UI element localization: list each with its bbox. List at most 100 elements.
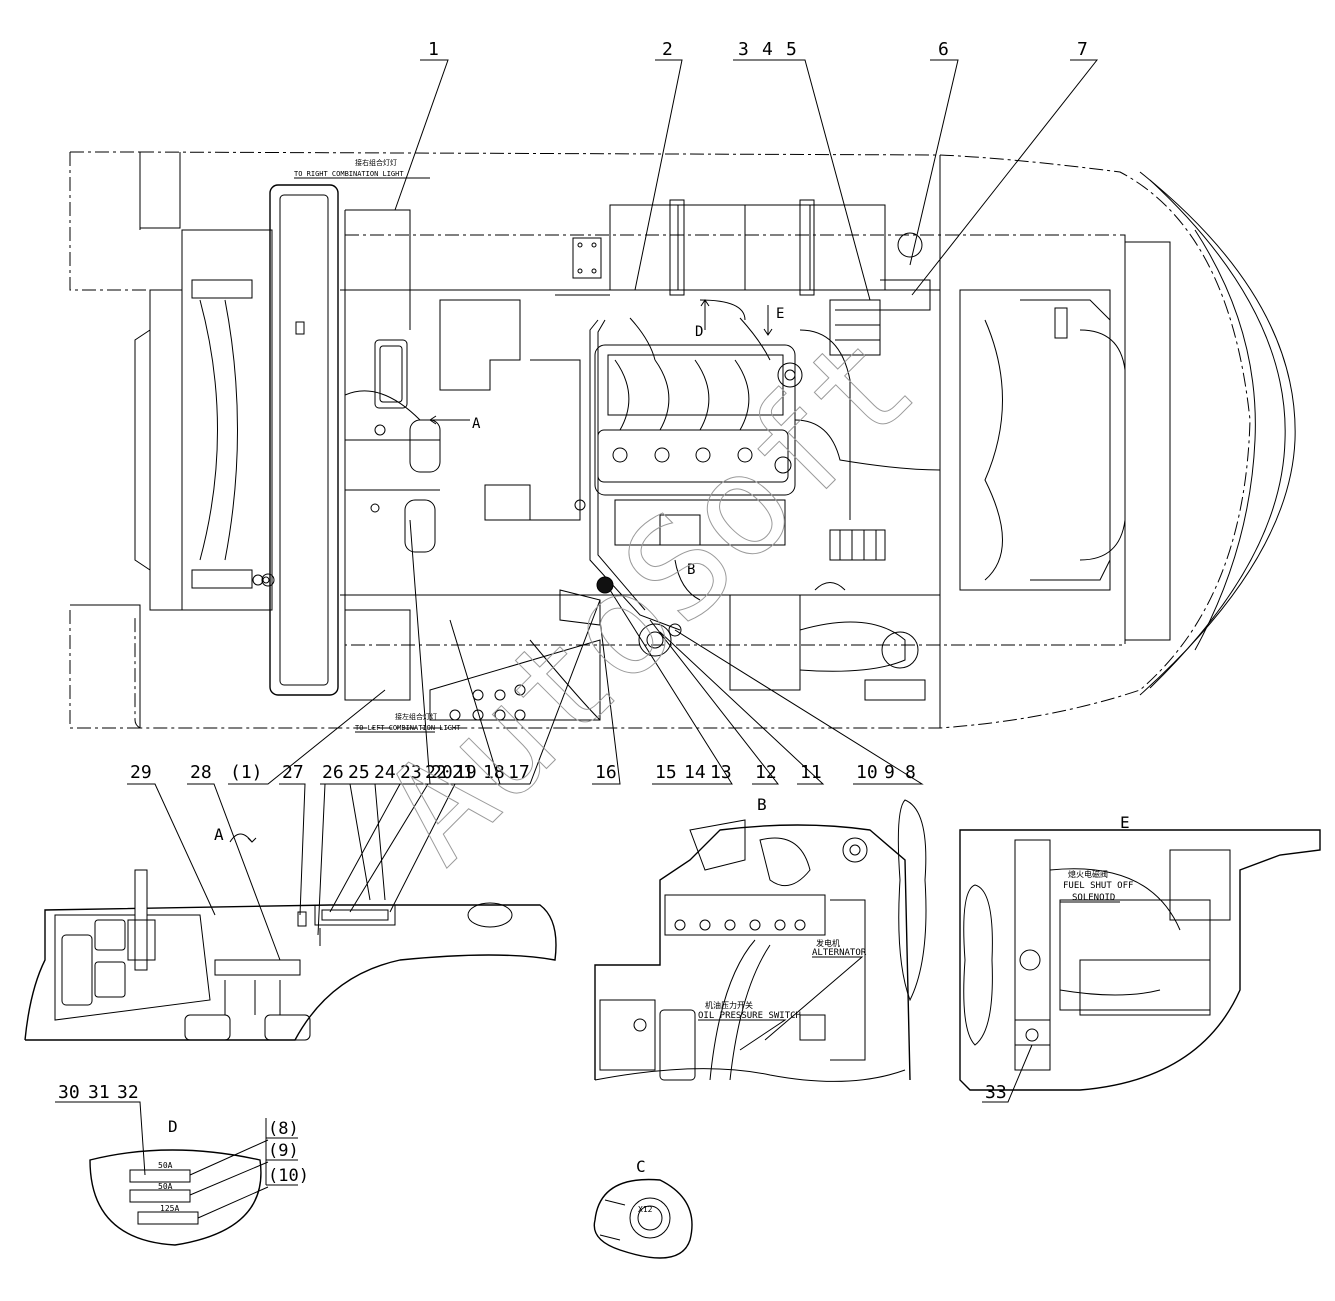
counterweight-arc	[1139, 171, 1296, 696]
callout-d-8: (8)	[268, 1119, 299, 1139]
callout-paren-1: (1)	[230, 762, 263, 783]
view-c-outline	[593, 1178, 693, 1259]
view-e: E 熄火电磁阀 FUEL SHUT OFF SOLENOID 33	[959, 813, 1321, 1103]
callout-28: 28	[190, 762, 212, 783]
watermark-text: AutoSoft	[354, 302, 946, 894]
fuse-holder	[880, 279, 931, 311]
view-a-dash	[54, 914, 211, 1021]
frame-left	[344, 210, 410, 701]
callout-18: 18	[483, 762, 505, 783]
mirror	[467, 902, 513, 928]
callout-31: 31	[88, 1082, 110, 1103]
fuse-label-1: 50A	[158, 1161, 173, 1170]
tire-rear-left	[139, 152, 181, 229]
view-e-outline	[959, 829, 1321, 1091]
callout-20: 20	[431, 762, 453, 783]
e-block	[1059, 899, 1211, 1011]
view-b: B 发电机 ALTERNATOR 机油压力开关 OIL PRESSURE SWI…	[594, 795, 927, 1082]
view-d-label: D	[168, 1117, 178, 1136]
wire-bundle-left	[344, 390, 440, 491]
arrow-e	[763, 305, 773, 336]
b-head	[664, 894, 826, 936]
c-x12: X12	[638, 1205, 653, 1214]
hose-2	[794, 419, 941, 471]
view-a: A 29 28 27 26 25 24 23 22 21	[24, 762, 557, 1041]
brake-booster	[409, 419, 441, 473]
relay-strip	[314, 904, 396, 926]
view-b-outline	[594, 824, 911, 1081]
callout-22: 22	[425, 762, 447, 783]
callout-9: 9	[884, 762, 895, 783]
battery-bracket	[572, 237, 602, 279]
arrow-b	[674, 559, 701, 601]
battery	[609, 204, 886, 291]
b-block	[599, 999, 656, 1071]
turbo-block	[659, 514, 701, 546]
callout-27: 27	[282, 762, 304, 783]
view-c: C X12	[593, 1157, 693, 1259]
watermark: AutoSoft	[353, 301, 946, 894]
callout-29: 29	[130, 762, 152, 783]
axle-clamp-bot	[191, 569, 253, 589]
right-light-cn: 接右组合灯灯	[355, 158, 397, 167]
view-a-outline	[24, 904, 557, 1041]
instrument-panel	[374, 339, 408, 409]
callout-7: 7	[1077, 39, 1088, 60]
rear-curve	[1194, 229, 1256, 651]
callout-17: 17	[508, 762, 530, 783]
view-d: D 30 31 32 50A 50A 125A (8) (9) (10)	[55, 1082, 309, 1246]
fuse-50a-1	[129, 1169, 191, 1183]
axle-clamp-top	[191, 279, 253, 299]
arrow-d-label: D	[695, 324, 703, 340]
alternator-en: ALTERNATOR	[812, 948, 867, 958]
cap-c	[638, 623, 672, 657]
left-light-en: TO LEFT COMBINATION LIGHT	[355, 724, 461, 732]
callout-1: 1	[428, 39, 439, 60]
callout-3: 3	[738, 39, 749, 60]
arrow-e-label: E	[776, 306, 784, 322]
rotate-icon	[229, 833, 257, 843]
arrow-b-label: B	[687, 562, 695, 578]
master-cylinder	[439, 299, 521, 391]
fuse-label-3: 125A	[160, 1204, 179, 1213]
callout-5: 5	[786, 39, 797, 60]
callout-6: 6	[938, 39, 949, 60]
bracket-16	[559, 589, 601, 626]
tank	[344, 609, 411, 701]
guard-outline	[345, 234, 1126, 646]
corrugated-hose	[829, 529, 886, 561]
right-light-en: TO RIGHT COMBINATION LIGHT	[294, 170, 404, 178]
tailpipe	[799, 621, 906, 672]
e-fan-blade	[963, 884, 993, 1046]
view-b-label: B	[757, 795, 767, 814]
pedal-right	[264, 1014, 311, 1041]
c-cap	[629, 1197, 671, 1239]
fuel-solenoid-cn: 熄火电磁阀	[1068, 869, 1108, 879]
rear-frame	[959, 289, 1111, 591]
callout-23: 23	[400, 762, 422, 783]
exhaust-manifold	[614, 499, 786, 546]
oil-switch-en: OIL PRESSURE SWITCH	[698, 1011, 801, 1021]
fuel-cap	[596, 576, 614, 594]
callout-33: 33	[985, 1082, 1007, 1103]
mast-frame	[269, 184, 339, 696]
view-a-label: A	[214, 825, 224, 844]
radiator-hose	[799, 329, 851, 520]
callout-32: 32	[117, 1082, 139, 1103]
axle-curves	[199, 299, 238, 561]
injector-lines	[614, 359, 750, 431]
view-c-label: C	[636, 1157, 646, 1176]
b-fan-blade	[897, 799, 927, 1002]
sender-unit	[777, 362, 803, 388]
callout-10: 10	[856, 762, 878, 783]
callout-2: 2	[662, 39, 673, 60]
front-axle	[181, 229, 273, 611]
axle-hub	[134, 289, 183, 611]
fuse-label-2: 50A	[158, 1182, 173, 1191]
horn	[897, 232, 923, 258]
left-light-cn: 接左组合灯灯	[395, 712, 437, 721]
callouts-mid: (1) 20 19 18 17 16 15 14 13 12 11 10 9 8	[228, 519, 924, 785]
top-harness	[555, 294, 746, 321]
